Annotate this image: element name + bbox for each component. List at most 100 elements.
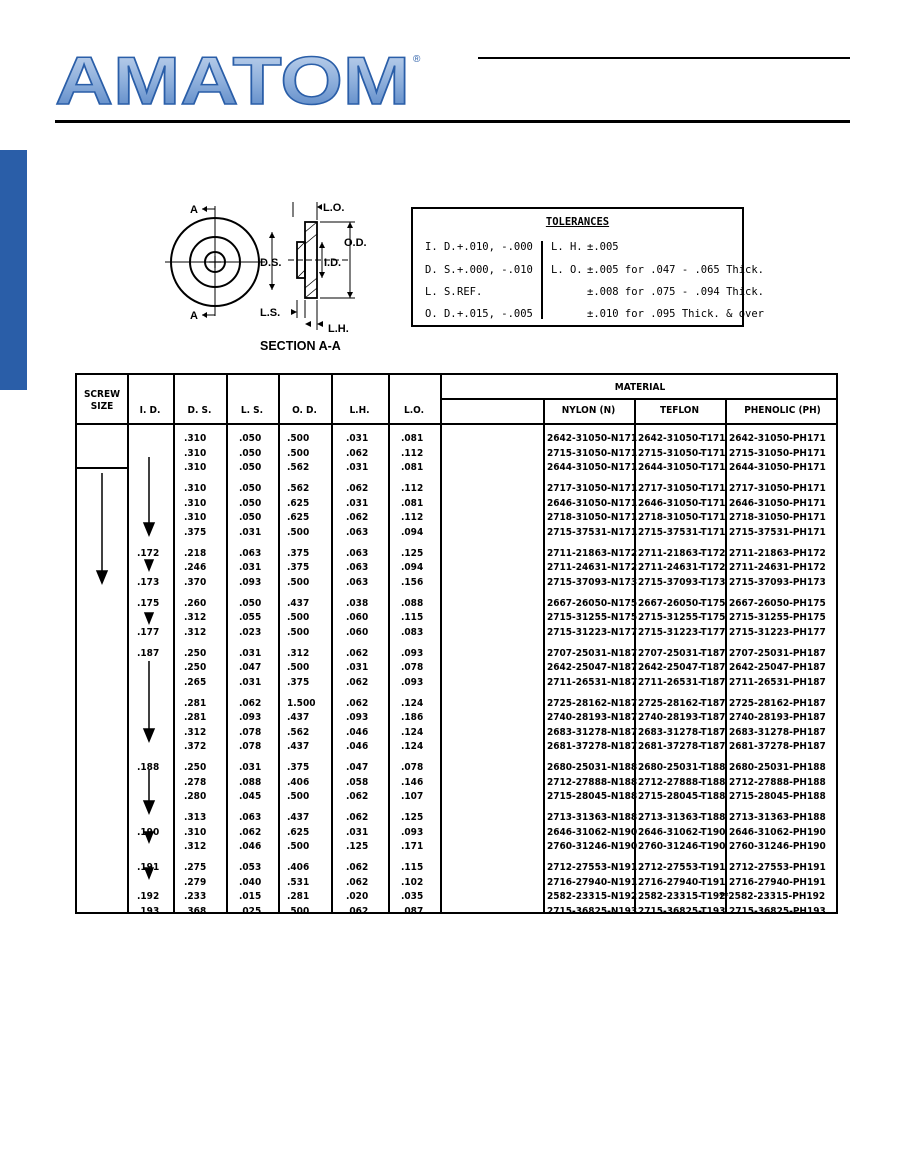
cell-lo: .093 — [401, 826, 424, 838]
cell-n: 2646-31050-N171 — [547, 497, 638, 509]
cell-ds: .278 — [184, 776, 207, 788]
amatom-logo: AMATOM ® — [54, 42, 425, 120]
cell-od: .500 — [287, 626, 310, 638]
cell-lh: .031 — [346, 462, 369, 473]
cell-ls: .031 — [239, 762, 262, 773]
cell-lo: .112 — [401, 447, 424, 459]
cell-n: 2707-25031-N187 — [547, 647, 638, 659]
tolerances-divider — [541, 241, 543, 319]
cell-n: 2712-27553-N191 — [547, 862, 638, 873]
tol-right-label: L. H. — [551, 241, 583, 253]
cell-ls: .031 — [239, 526, 262, 538]
cell-ds: .281 — [184, 712, 207, 723]
cell-lo: .081 — [401, 462, 424, 473]
cell-ds: .310 — [184, 512, 207, 523]
header-ls: L. S. — [240, 405, 264, 416]
tol-left-label: L. S. — [425, 286, 457, 298]
cell-lh: .062 — [346, 697, 369, 709]
header-material: MATERIAL — [614, 382, 666, 393]
cell-id: .192 — [137, 891, 160, 902]
cell-lo: .088 — [401, 597, 424, 609]
cell-od: .375 — [287, 762, 310, 773]
cell-t: 2725-28162-T187 — [638, 697, 726, 709]
cell-lh: .047 — [346, 762, 369, 773]
cell-ls: .050 — [239, 512, 262, 523]
tol-right-value: ±.010 for .095 Thick. & over — [587, 308, 765, 320]
header-phenolic: PHENOLIC (PH) — [744, 405, 821, 416]
cell-od: .562 — [287, 462, 310, 473]
logo-text: AMATOM — [55, 48, 410, 110]
cell-n: 2718-31050-N171 — [547, 512, 638, 523]
cell-lh: .031 — [346, 826, 369, 838]
cell-lh: .062 — [346, 791, 369, 802]
cell-ds: .246 — [184, 562, 207, 573]
cell-ds: .310 — [184, 462, 207, 473]
cell-p: 2715-31255-PH175 — [729, 612, 826, 623]
cell-lh: .062 — [346, 483, 369, 494]
cell-od: .562 — [287, 483, 310, 494]
header-lh: L.H. — [349, 405, 370, 416]
cell-p: 2642-31050-PH171 — [729, 433, 826, 444]
cell-n: 2715-37531-N171 — [547, 526, 638, 538]
cell-ds: .310 — [184, 826, 207, 838]
tol-right-value: ±.005 — [587, 241, 619, 253]
cell-ls: .031 — [239, 676, 262, 688]
cell-ls: .047 — [239, 662, 262, 673]
cell-ls: .050 — [239, 447, 262, 459]
cell-ds: .312 — [184, 612, 207, 623]
cell-lo: .081 — [401, 497, 424, 509]
tol-left-value: +.000, -.010 — [457, 264, 533, 276]
cell-p: 2711-21863-PH172 — [729, 547, 826, 559]
cell-od: .437 — [287, 712, 310, 723]
cell-lo: .102 — [401, 876, 424, 888]
cell-p: 2725-28162-PH187 — [729, 697, 826, 709]
cell-p: 2683-31278-PH187 — [729, 726, 826, 738]
cell-lh: .062 — [346, 647, 369, 659]
tol-left-label: O. D. — [425, 308, 457, 320]
cell-t: 2712-27553-T191 — [638, 862, 726, 873]
cell-lo: .124 — [401, 741, 424, 752]
header-teflon: TEFLON — [660, 405, 699, 416]
cell-n: 2681-37278-N187 — [547, 741, 638, 752]
cell-ls: .050 — [239, 433, 262, 444]
cell-n: 2582-23315-N192 — [547, 891, 638, 902]
cell-p: 2715-37093-PH173 — [729, 576, 826, 588]
cell-lh: .058 — [346, 776, 369, 788]
cell-od: .500 — [287, 526, 310, 538]
cell-ls: .093 — [239, 576, 262, 588]
cell-ds: .250 — [184, 662, 207, 673]
cell-t: 2711-24631-T172 — [638, 562, 726, 573]
cell-od: .500 — [287, 791, 310, 802]
cell-od: .500 — [287, 576, 310, 588]
cell-t: 2646-31062-T190 — [638, 826, 726, 838]
cell-lh: .062 — [346, 447, 369, 459]
cell-ds: .372 — [184, 741, 207, 752]
cell-od: .500 — [287, 662, 310, 673]
cell-n: 2713-31363-N188 — [547, 812, 638, 823]
cell-ls: .055 — [239, 612, 262, 623]
cell-n: 2715-31050-N171 — [547, 447, 638, 459]
cell-p: 2712-27553-PH191 — [729, 862, 826, 873]
cell-ds: .250 — [184, 762, 207, 773]
cell-t: 2715-28045-T188 — [638, 791, 726, 802]
cell-od: .312 — [287, 647, 310, 659]
cell-ls: .015 — [239, 891, 262, 902]
cell-lh: .093 — [346, 712, 369, 723]
cell-t: 2711-26531-T187 — [638, 676, 726, 688]
label-a-top: A — [190, 204, 198, 216]
cell-lo: .093 — [401, 647, 424, 659]
cell-lh: .063 — [346, 562, 369, 573]
cell-ls: .025 — [239, 905, 262, 914]
cell-lo: .094 — [401, 526, 424, 538]
cell-od: .281 — [287, 891, 310, 902]
cell-t: 2683-31278-T187 — [638, 726, 726, 738]
cell-ds: .218 — [184, 547, 207, 559]
cell-lh: .063 — [346, 547, 369, 559]
cell-lh: .038 — [346, 597, 369, 609]
cell-od: .625 — [287, 826, 310, 838]
cell-lh: .020 — [346, 891, 369, 902]
cell-od: .375 — [287, 676, 310, 688]
cell-ds: .310 — [184, 497, 207, 509]
tol-right-value: ±.008 for .075 - .094 Thick. — [587, 286, 765, 298]
cell-p: 2712-27888-PH188 — [729, 776, 826, 788]
